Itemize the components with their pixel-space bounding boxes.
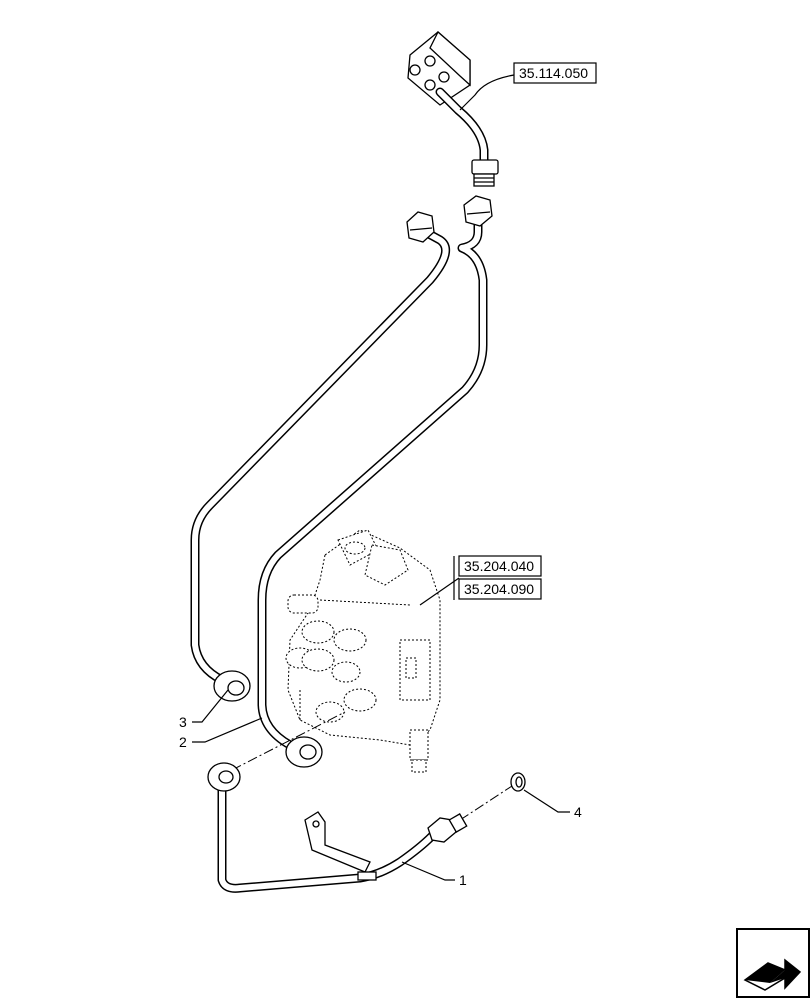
long-pipe-3 xyxy=(190,223,451,685)
reference-top-label: 35.114.050 xyxy=(519,65,588,81)
reference-mid-leader xyxy=(419,577,460,606)
centerline-item4 xyxy=(459,785,513,821)
reference-mid-boxes: 35.204.040 35.204.090 xyxy=(453,555,542,600)
callout-2: 2 xyxy=(179,734,187,750)
top-nut-fitting xyxy=(471,159,499,187)
pipe-1-banjo-eye xyxy=(207,762,241,792)
pipe-1 xyxy=(217,785,437,893)
top-pipe xyxy=(435,87,489,167)
control-valve-phantom xyxy=(285,529,441,773)
next-page-arrow-icon[interactable] xyxy=(736,928,810,998)
banjo-eye-pipe-3 xyxy=(213,670,251,702)
callout-3-leader xyxy=(192,689,229,723)
pipe-1-clamp-bracket xyxy=(304,811,377,881)
banjo-eye-pipe-2 xyxy=(285,736,323,768)
reference-top-leader xyxy=(459,74,515,111)
centerline-pipe1 xyxy=(231,711,346,771)
callout-1-leader xyxy=(401,861,455,881)
reference-mid-label-2: 35.204.090 xyxy=(464,581,534,597)
reference-top-box: 35.114.050 xyxy=(513,62,597,84)
nut-pipe-3 xyxy=(406,211,435,243)
pipe-1-end-fitting xyxy=(427,813,468,843)
callout-1: 1 xyxy=(459,872,467,888)
callout-3: 3 xyxy=(179,714,187,730)
nut-pipe-2 xyxy=(463,195,493,227)
callout-2-leader xyxy=(192,717,263,743)
top-fitting-block xyxy=(407,30,471,106)
reference-mid-label-1: 35.204.040 xyxy=(464,558,534,574)
seal-washer xyxy=(510,772,526,792)
long-pipe-2 xyxy=(257,213,488,750)
callout-4: 4 xyxy=(574,804,582,820)
callout-4-leader xyxy=(523,789,570,813)
